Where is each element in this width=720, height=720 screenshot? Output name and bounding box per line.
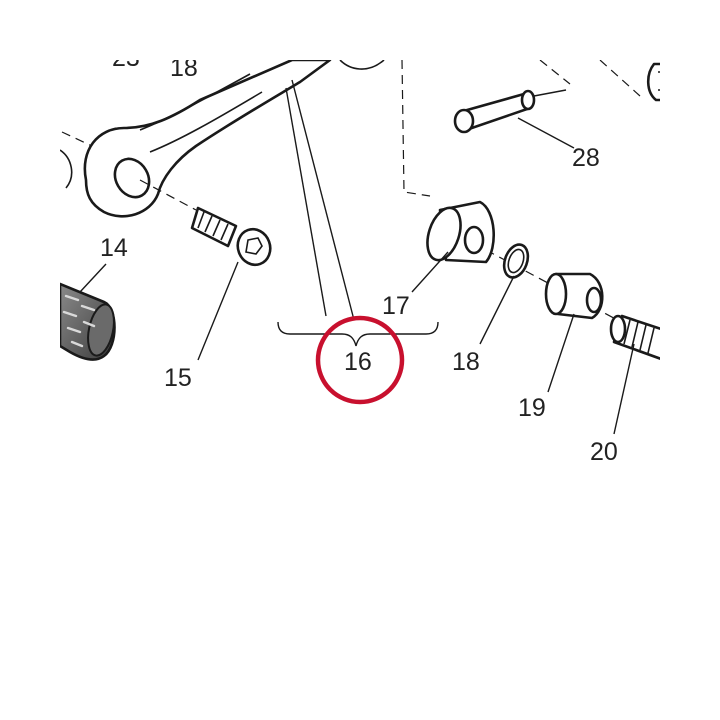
callout-18-top: 18 <box>170 54 198 82</box>
threaded-rod-20 <box>609 314 660 360</box>
leader-line-28 <box>517 117 575 149</box>
partial-circle-left <box>60 149 73 189</box>
brace-16 <box>277 321 439 347</box>
callout-partial-top-left: 23 <box>112 44 140 72</box>
axis-line-vertical <box>401 60 431 197</box>
leader-line-19 <box>547 313 575 393</box>
callout-19: 19 <box>518 394 546 422</box>
washer-18 <box>502 243 530 279</box>
callout-18: 18 <box>452 348 480 376</box>
callout-28: 28 <box>572 144 600 172</box>
axis-line-top-right <box>539 60 641 97</box>
leader-line-16a <box>285 87 327 317</box>
leader-line-20 <box>613 343 635 435</box>
callout-16: 16 <box>344 348 372 376</box>
bolt-15 <box>190 206 272 267</box>
partial-part-top-right <box>646 62 660 102</box>
axis-line-lever <box>61 131 93 147</box>
callout-17: 17 <box>382 292 410 320</box>
leader-line-15 <box>197 261 239 361</box>
callout-20: 20 <box>590 438 618 466</box>
spacer-19 <box>544 272 604 320</box>
highlight-circle-16 <box>315 315 405 405</box>
footrest-grip-14 <box>60 282 116 361</box>
callout-14: 14 <box>100 234 128 262</box>
callout-15: 15 <box>164 364 192 392</box>
leader-line-14 <box>79 263 107 293</box>
axis-line-bolt-15 <box>139 179 197 211</box>
leader-line-18 <box>479 275 515 345</box>
pin-28 <box>453 89 567 134</box>
leader-line-17 <box>411 251 449 293</box>
callout-partial-left-edge: 3 <box>46 70 60 98</box>
leader-line-16b <box>291 79 355 321</box>
lever-arm <box>83 60 385 218</box>
bushing-17 <box>426 200 496 264</box>
